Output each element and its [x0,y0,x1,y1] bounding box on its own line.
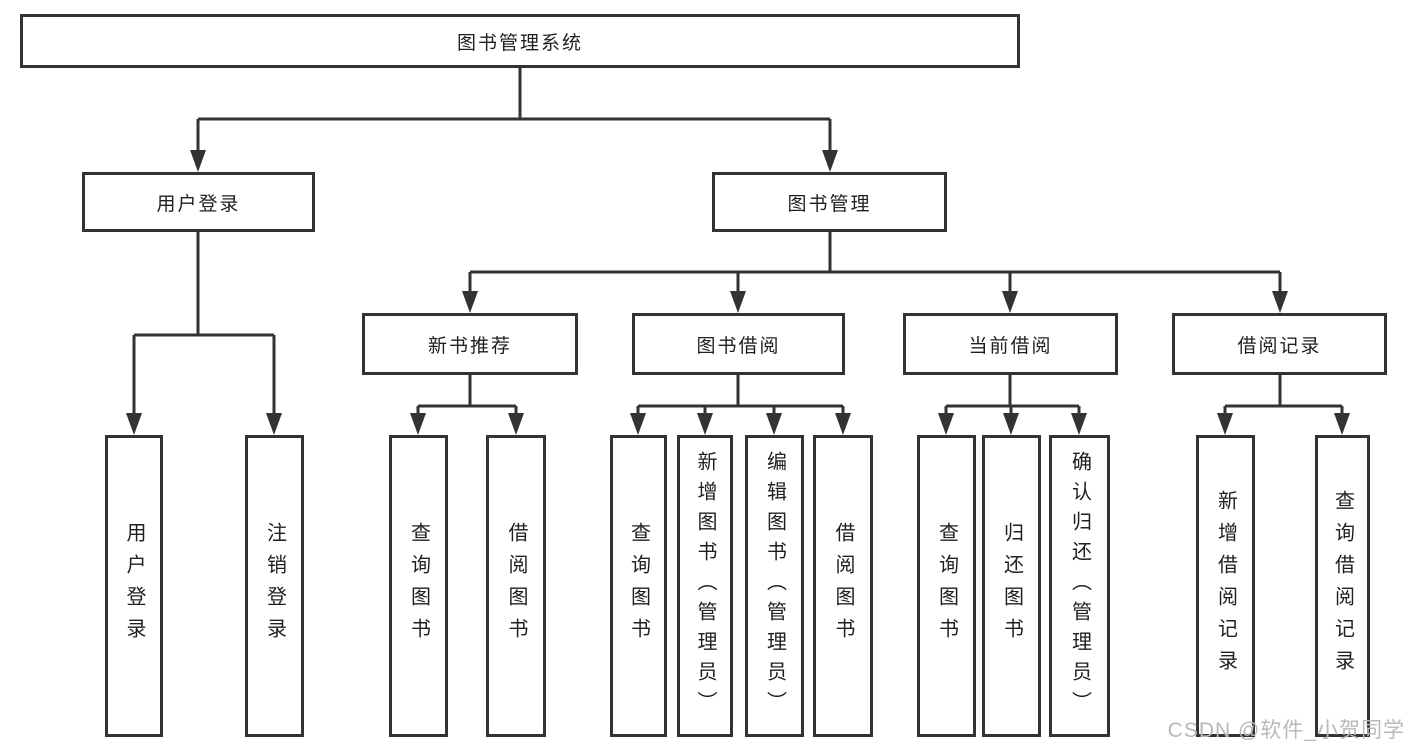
leaf-br-add-record: 新增借阅记录 [1196,435,1255,737]
arrowhead-icons [126,150,1350,435]
node-borrow-records: 借阅记录 [1172,313,1387,375]
node-current-borrow: 当前借阅 [903,313,1118,375]
leaf-cb-confirm-return-admin: 确认归还（管理员） [1049,435,1110,737]
leaf-cb-query-books: 查询图书 [917,435,976,737]
leaf-bb-query-books: 查询图书 [610,435,667,737]
node-new-book-recommend: 新书推荐 [362,313,578,375]
leaf-nbr-borrow-books: 借阅图书 [486,435,546,737]
leaf-user-login: 用户登录 [105,435,163,737]
leaf-logout: 注销登录 [245,435,304,737]
leaf-cb-return-books: 归还图书 [982,435,1041,737]
node-user-login: 用户登录 [82,172,315,232]
node-book-borrow: 图书借阅 [632,313,845,375]
csdn-watermark: CSDN @软件_小贺同学 [1167,719,1405,742]
node-book-management: 图书管理 [712,172,947,232]
node-library-management-system: 图书管理系统 [20,14,1020,68]
leaf-bb-borrow-books: 借阅图书 [813,435,873,737]
leaf-br-query-record: 查询借阅记录 [1315,435,1370,737]
leaf-nbr-query-books: 查询图书 [389,435,448,737]
leaf-bb-edit-books-admin: 编辑图书（管理员） [745,435,804,737]
leaf-bb-add-books-admin: 新增图书（管理员） [677,435,733,737]
